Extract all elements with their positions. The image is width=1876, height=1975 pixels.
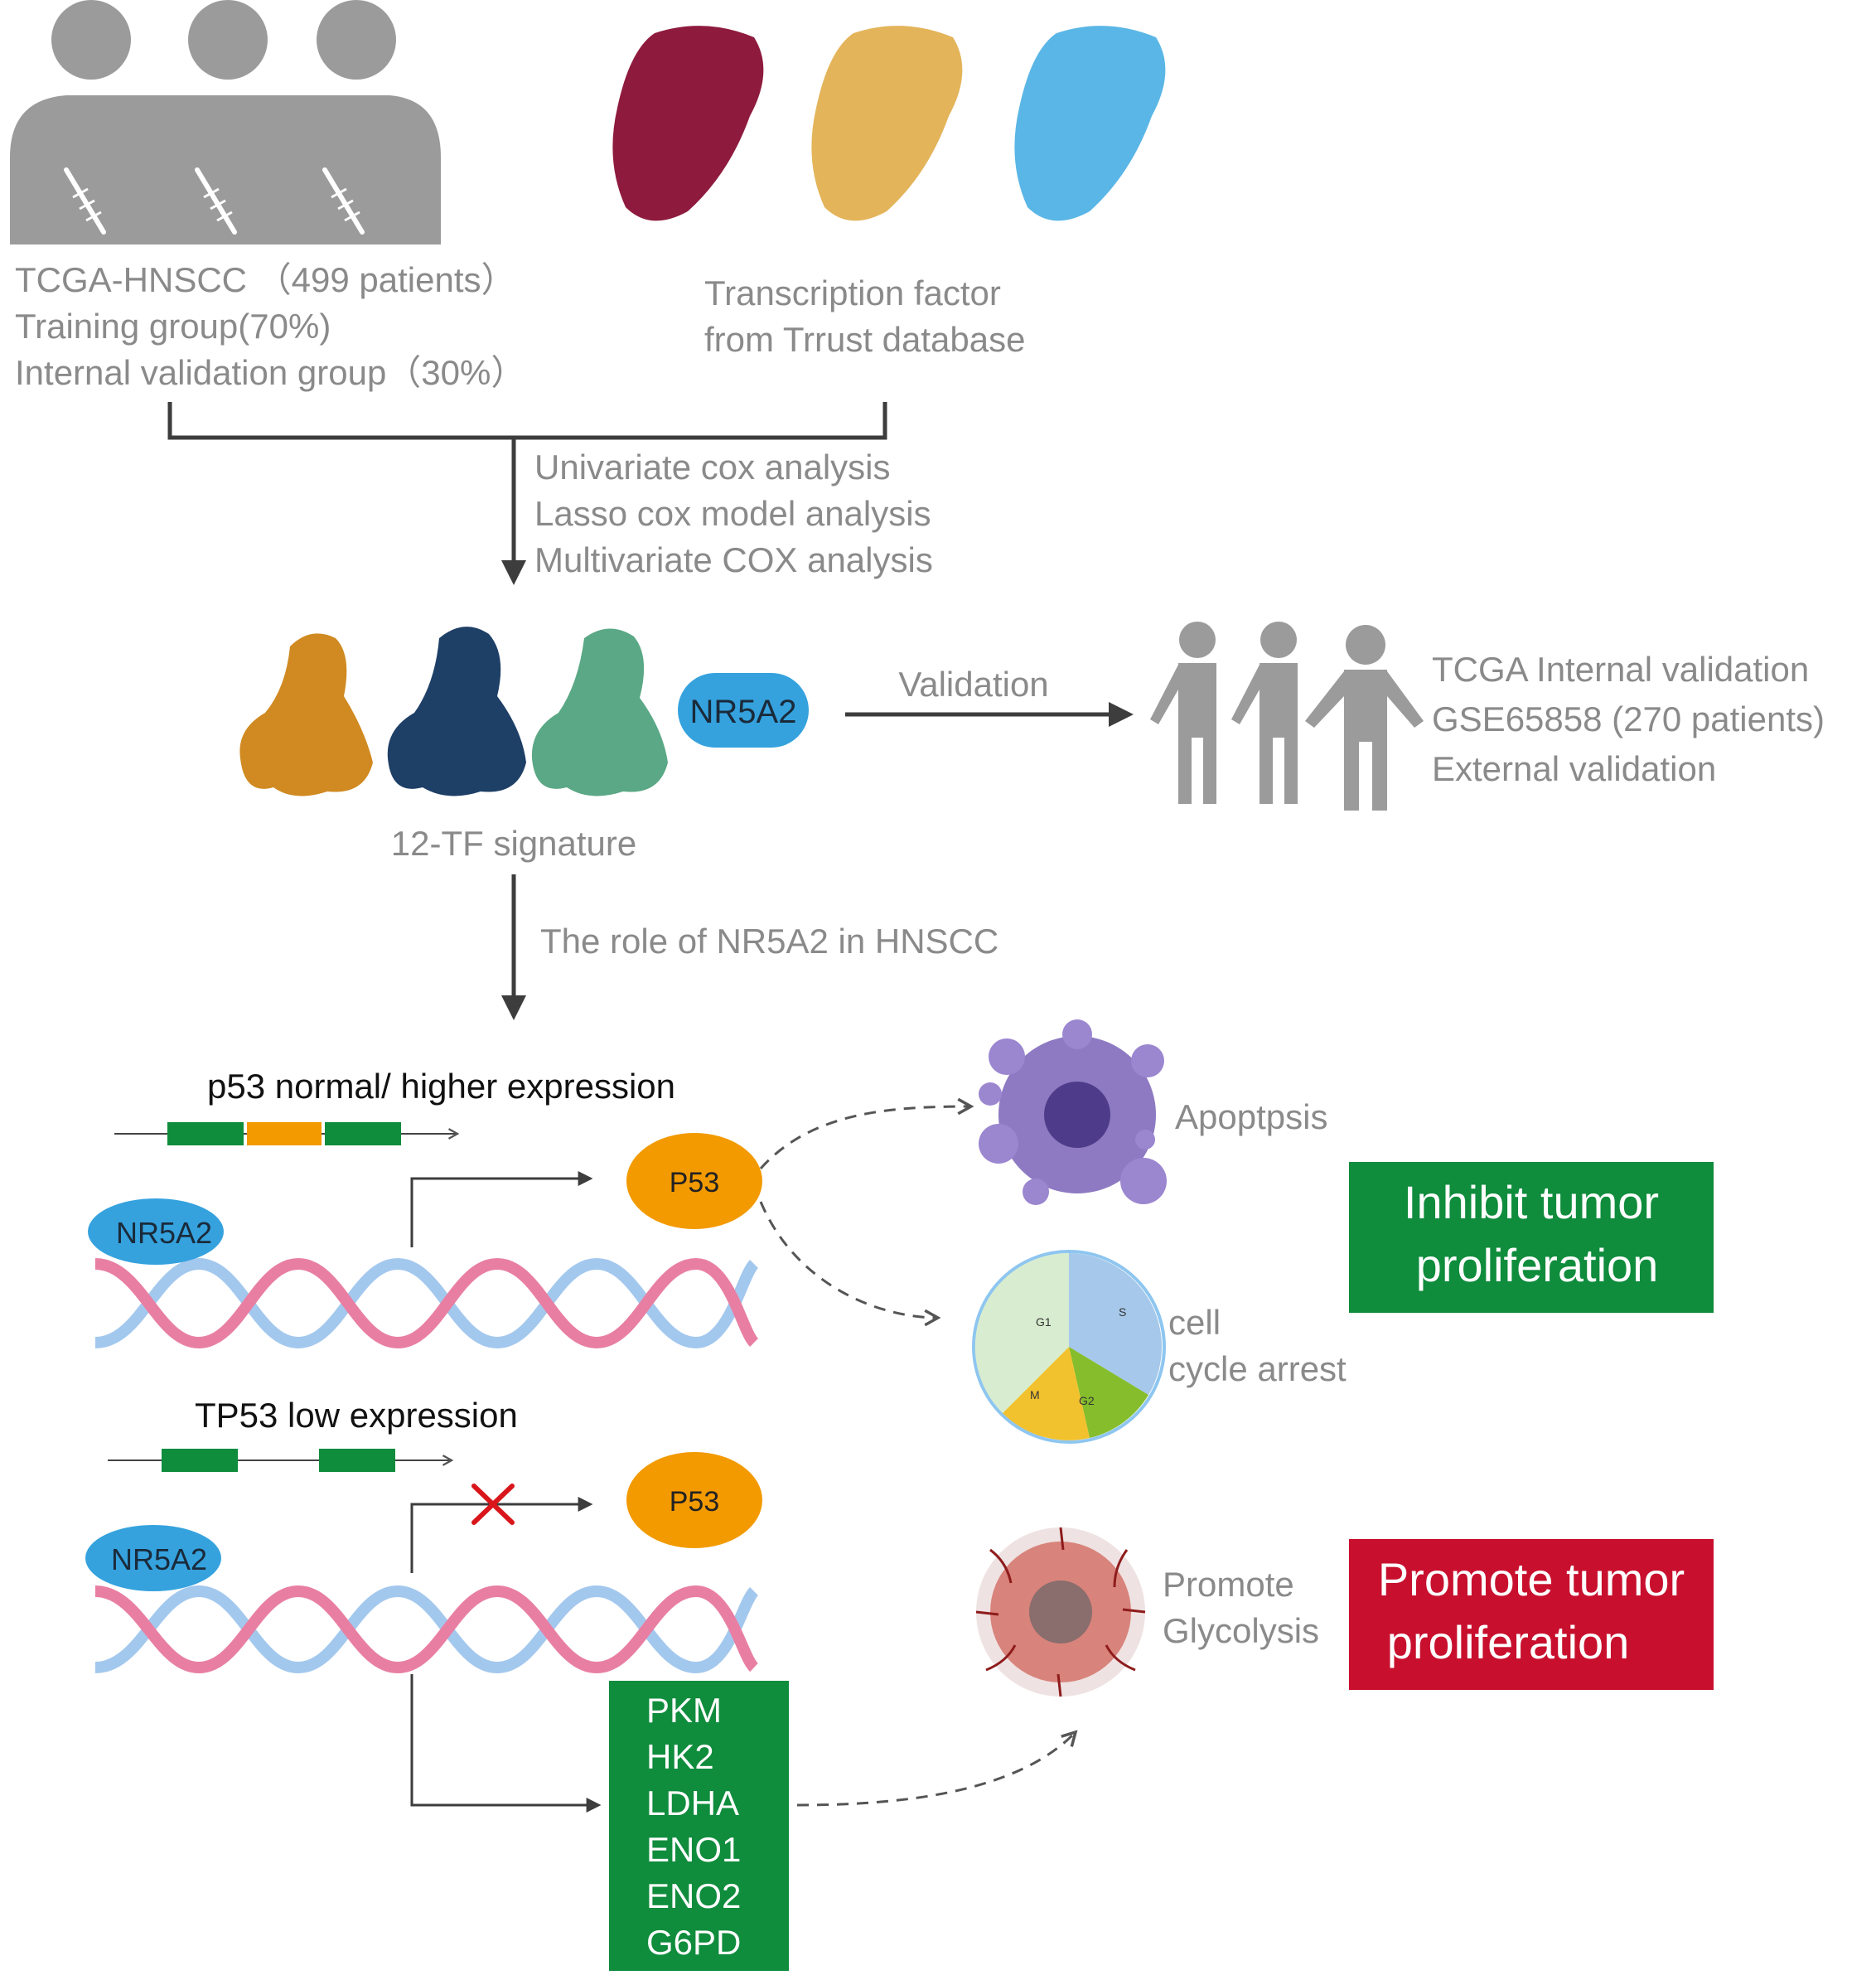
- validation-line-3: External validation: [1432, 749, 1716, 788]
- validation-line-2: GSE65858 (270 patients): [1432, 699, 1825, 738]
- pie-label-m: M: [1030, 1388, 1040, 1401]
- apoptosis-cell-icon: [979, 1019, 1167, 1205]
- path-to-glycolysis: [796, 1732, 1076, 1807]
- dna-helix-normal: [94, 1257, 759, 1349]
- glycolysis-genes-box: PKM HK2 LDHA ENO1 ENO2 G6PD: [609, 1681, 789, 1971]
- analysis-step-1: Univariate cox analysis: [534, 448, 891, 486]
- cohort-line-2: Training group(70%): [15, 307, 331, 346]
- promote-line-1: Promote tumor: [1378, 1553, 1685, 1605]
- signature-label: 12-TF signature: [391, 824, 636, 863]
- activation-arrow-normal: [410, 1171, 593, 1247]
- inhibit-tumor-box: Inhibit tumor proliferation: [1349, 1162, 1714, 1313]
- tumor-cell-icon: [975, 1527, 1146, 1697]
- validation-line-1: TCGA Internal validation: [1432, 650, 1809, 689]
- glycolysis-line-1: Promote: [1163, 1565, 1294, 1604]
- p53-low-label: P53: [670, 1486, 720, 1518]
- cohort-line-1: TCGA-HNSCC （499 patients）: [15, 260, 516, 299]
- nr5a2-low: NR5A2: [85, 1525, 221, 1591]
- gene-ldha: LDHA: [646, 1784, 739, 1823]
- gene-g6pd: G6PD: [646, 1923, 741, 1962]
- apoptosis-label: Apoptpsis: [1175, 1097, 1327, 1136]
- promote-line-2: proliferation: [1387, 1616, 1630, 1668]
- merge-connector: [167, 402, 887, 585]
- patients-icon: [10, 0, 441, 244]
- cell-cycle-pie: G1 S M G2: [972, 1250, 1166, 1444]
- pie-label-g1: G1: [1036, 1315, 1052, 1329]
- cohort-line-3: Internal validation group（30%）: [15, 353, 525, 392]
- gene-eno2: ENO2: [646, 1876, 741, 1915]
- gene-eno1: ENO1: [646, 1830, 741, 1869]
- inhibit-line-1: Inhibit tumor: [1404, 1176, 1659, 1228]
- path-to-apoptosis: [759, 1106, 971, 1169]
- gene-pkm: PKM: [646, 1691, 722, 1730]
- nr5a2-normal-label: NR5A2: [116, 1216, 212, 1250]
- normal-panel-title: p53 normal/ higher expression: [207, 1067, 675, 1106]
- inhibit-line-2: proliferation: [1416, 1239, 1659, 1291]
- glycolysis-line-2: Glycolysis: [1163, 1611, 1319, 1650]
- path-to-cell-cycle: [759, 1201, 938, 1318]
- transcription-factor-icons: [612, 26, 1166, 221]
- analysis-step-3: Multivariate COX analysis: [534, 540, 933, 579]
- gene-track-low: [108, 1449, 452, 1472]
- validation-arrow-label: Validation: [898, 665, 1048, 704]
- analysis-step-2: Lasso cox model analysis: [534, 494, 931, 533]
- role-label: The role of NR5A2 in HNSCC: [540, 922, 998, 961]
- cell-cycle-line-2: cycle arrest: [1168, 1349, 1347, 1388]
- nr5a2-badge-label: NR5A2: [690, 694, 797, 730]
- tf-line-1: Transcription factor: [704, 273, 1001, 312]
- cell-cycle-line-1: cell: [1168, 1303, 1221, 1342]
- p53-normal-label: P53: [670, 1167, 720, 1198]
- nr5a2-low-label: NR5A2: [111, 1542, 207, 1576]
- p53-normal: P53: [626, 1133, 762, 1229]
- p53-low: P53: [626, 1452, 762, 1548]
- gene-hk2: HK2: [646, 1737, 714, 1776]
- tf-line-2: from Trrust database: [704, 320, 1026, 359]
- validation-people-icon: [1150, 622, 1424, 811]
- gene-track-normal: [114, 1122, 457, 1145]
- dna-helix-low: [94, 1585, 759, 1674]
- promote-tumor-box: Promote tumor proliferation: [1349, 1539, 1714, 1690]
- pie-label-g2: G2: [1079, 1394, 1095, 1407]
- low-panel-title: TP53 low expression: [195, 1396, 518, 1435]
- blocked-arrow-low: [410, 1497, 593, 1573]
- nr5a2-badge: NR5A2: [678, 673, 809, 748]
- blocked-cross-icon: [471, 1484, 515, 1525]
- nr5a2-normal: NR5A2: [88, 1198, 224, 1265]
- pie-label-s: S: [1119, 1305, 1126, 1319]
- gene-activation-arrow: [410, 1674, 602, 1813]
- signature-tf-icons: [239, 627, 668, 796]
